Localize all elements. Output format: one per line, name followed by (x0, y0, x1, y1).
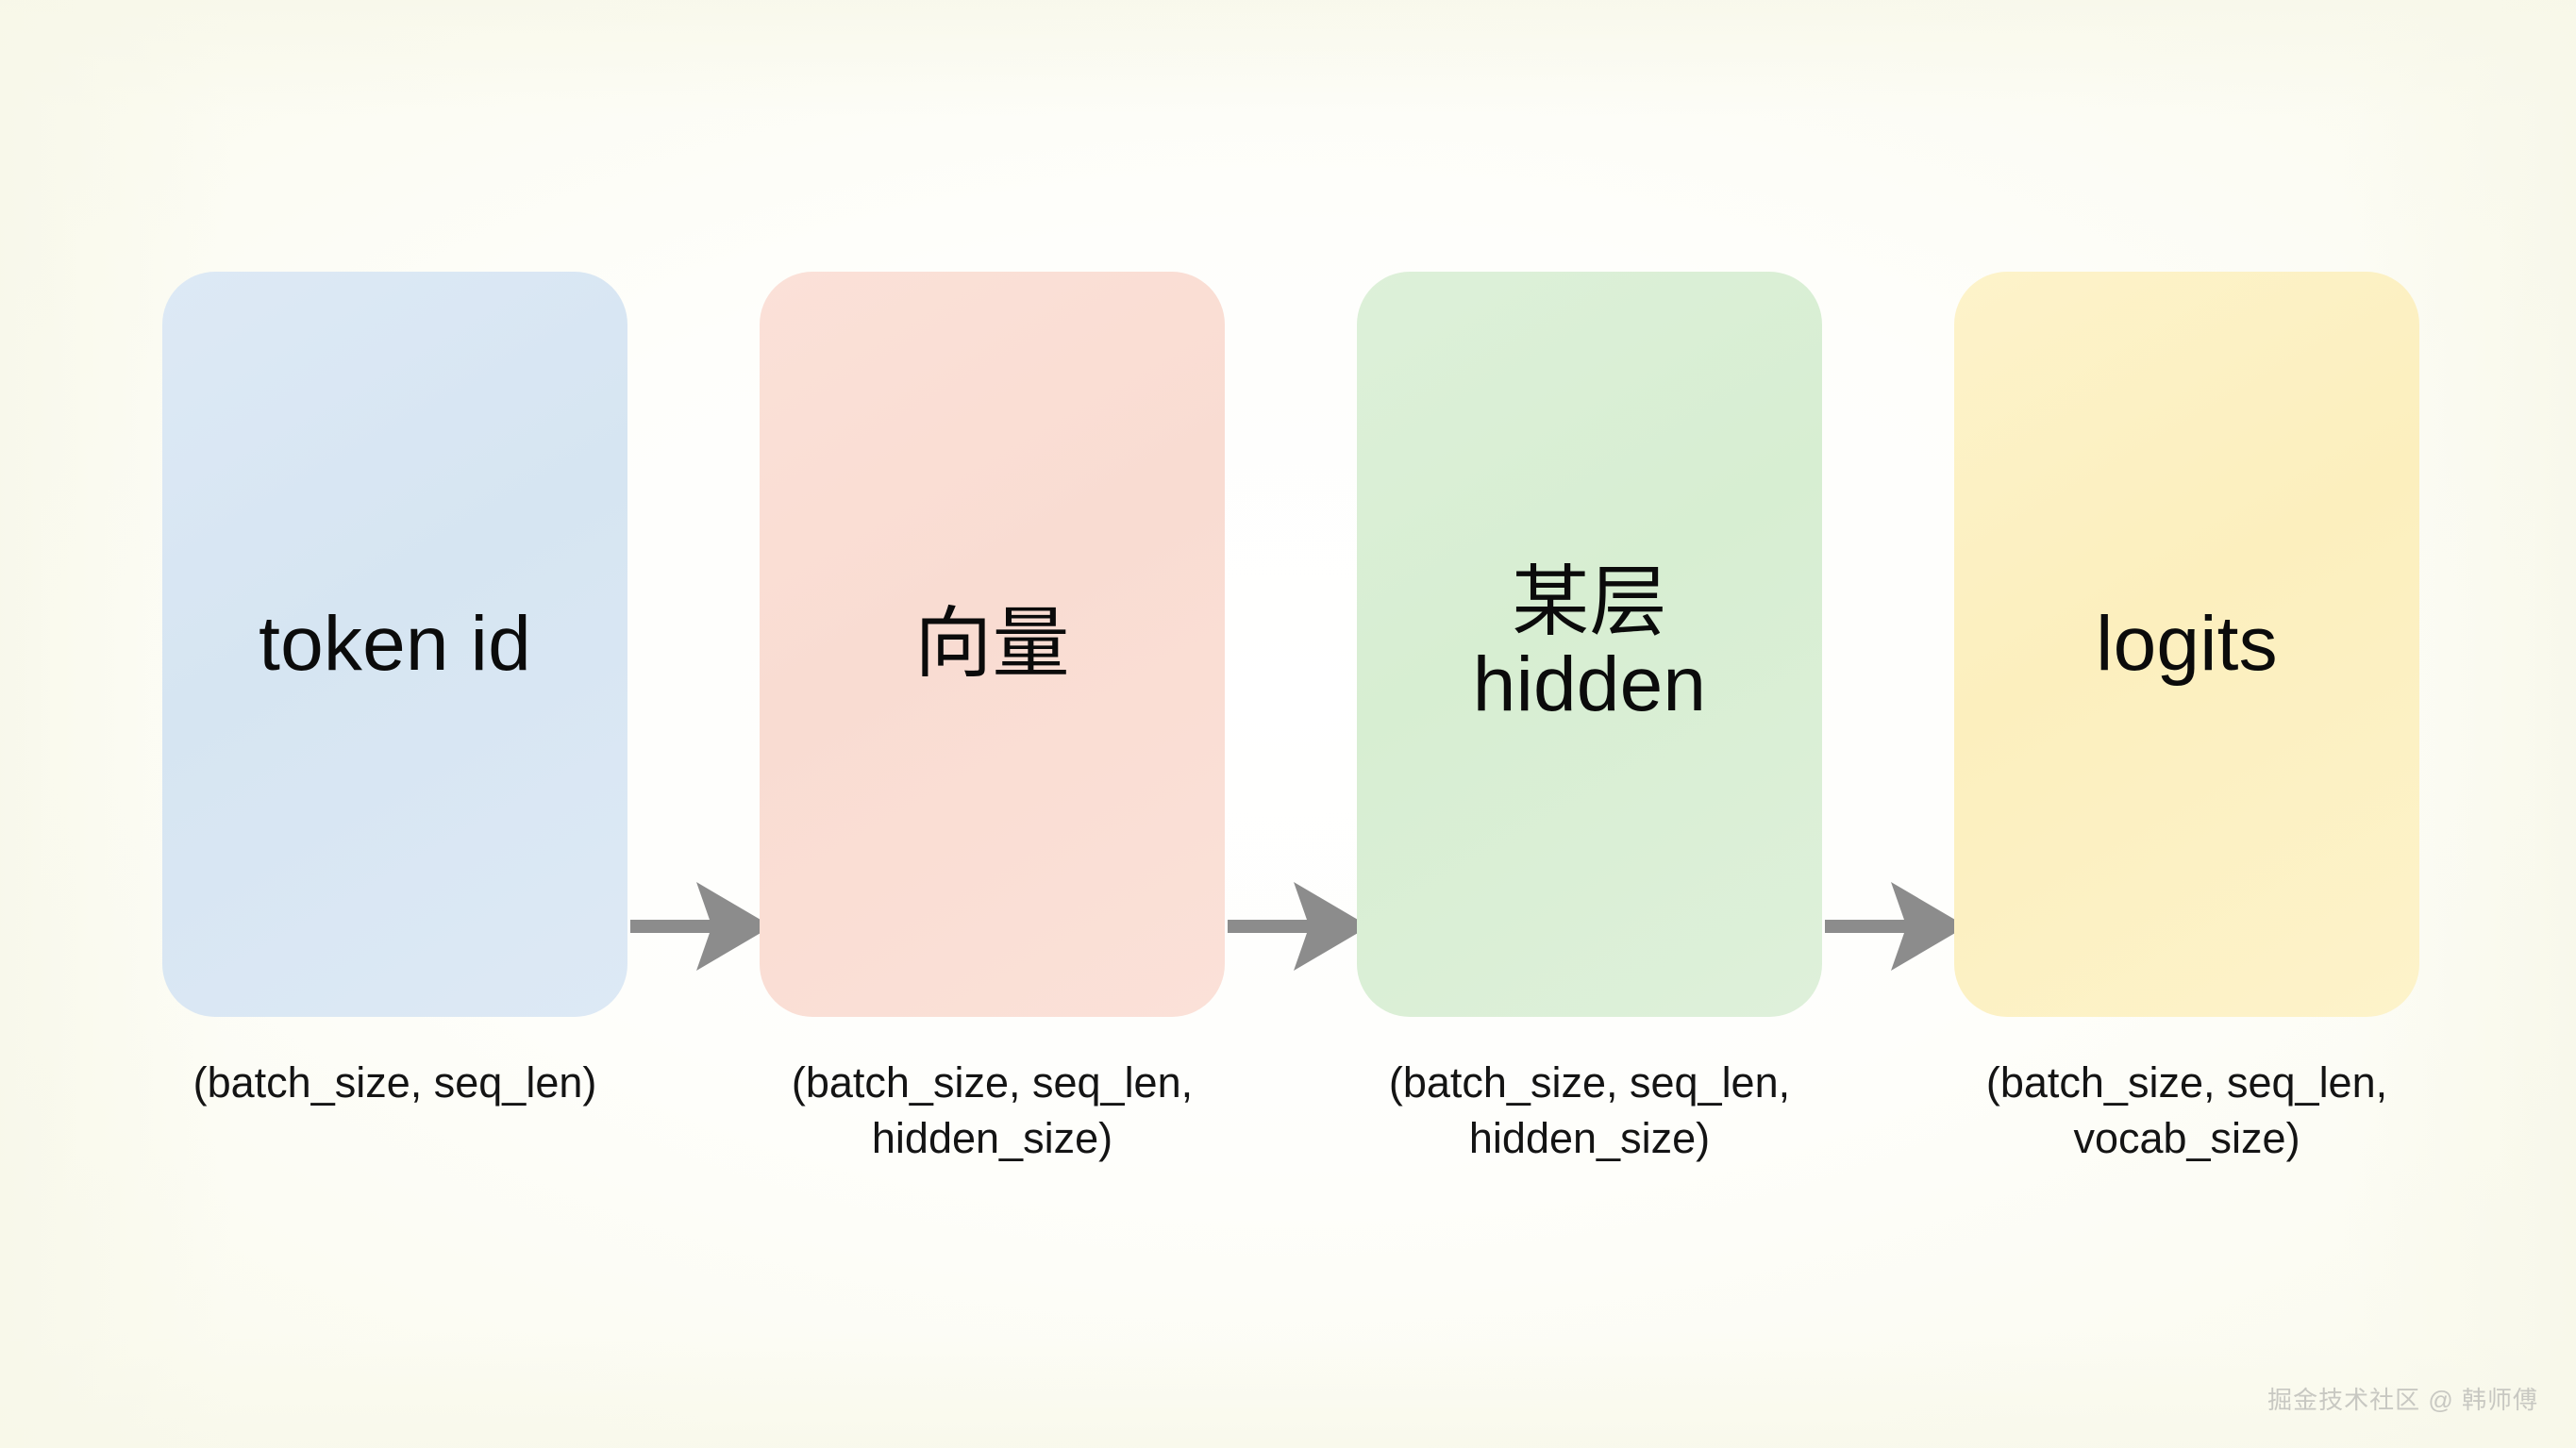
right-arrow-icon (1825, 880, 1966, 973)
stage-hidden-layer: 某层 hidden (batch_size, seq_len, hidden_s… (1357, 272, 1822, 1162)
watermark: 掘金技术社区 @ 韩师傅 (2267, 1386, 2538, 1414)
stage-caption-token-id: (batch_size, seq_len) (192, 1058, 597, 1107)
stage-label-logits: logits (2096, 600, 2278, 687)
stage-box-token-id: token id (162, 272, 627, 1017)
stage-caption-logits: (batch_size, seq_len, vocab_size) (1985, 1058, 2388, 1163)
stage-label-vector: 向量 (914, 600, 1070, 687)
stage-caption-hidden-layer: (batch_size, seq_len, hidden_size) (1388, 1058, 1791, 1163)
stage-box-logits: logits (1954, 272, 2419, 1017)
right-arrow-icon (1228, 880, 1369, 973)
stage-box-vector: 向量 (760, 272, 1225, 1017)
right-arrow-icon (630, 880, 772, 973)
stage-logits: logits (batch_size, seq_len, vocab_size) (1954, 272, 2419, 1162)
stage-label-token-id: token id (259, 600, 531, 687)
stage-caption-vector: (batch_size, seq_len, hidden_size) (791, 1058, 1194, 1163)
stage-token-id: token id (batch_size, seq_len) (162, 272, 627, 1107)
stage-box-hidden-layer: 某层 hidden (1357, 272, 1822, 1017)
stage-label-hidden-layer: 某层 hidden (1472, 559, 1707, 727)
stage-vector: 向量 (batch_size, seq_len, hidden_size) (760, 272, 1225, 1162)
tensor-flow-row: token id (batch_size, seq_len) 向量 (batch… (0, 272, 2576, 1162)
